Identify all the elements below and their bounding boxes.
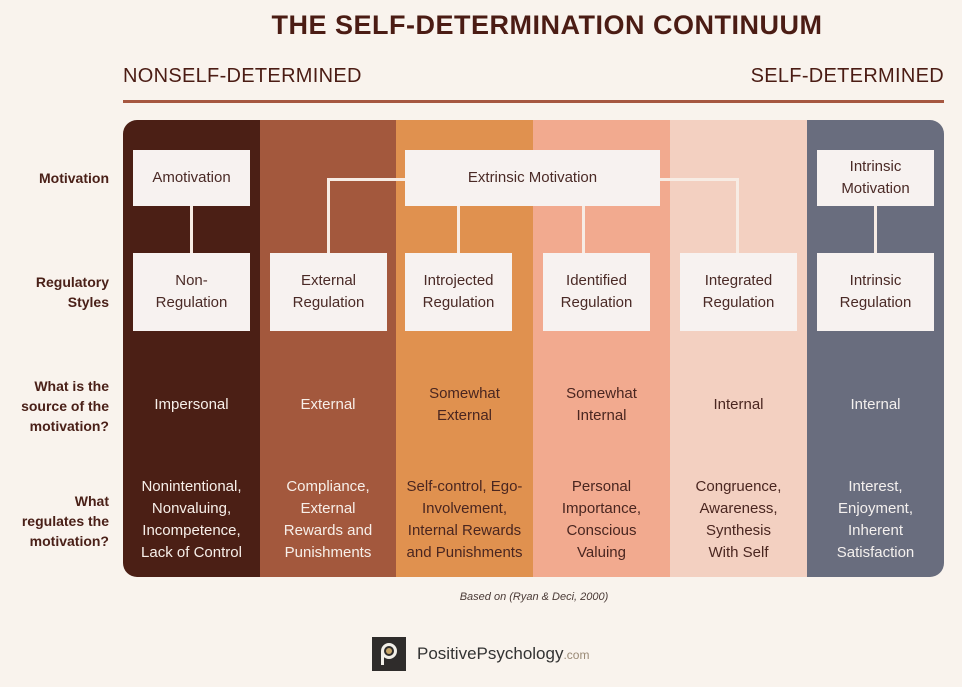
- source-cell: Internal: [807, 380, 944, 430]
- source-cell: External: [260, 380, 396, 430]
- cell-line: Compliance,: [286, 478, 370, 495]
- cell-line: Conscious: [566, 522, 637, 539]
- connector-amotivation: [190, 205, 193, 253]
- cell-line: Involvement,: [421, 500, 508, 517]
- row-label-line: motivation?: [29, 533, 109, 549]
- connector-extrinsic-right-h: [658, 178, 739, 181]
- box-line: Introjected: [423, 272, 494, 289]
- box-line: Regulation: [560, 294, 633, 311]
- box-line: Intrinsic: [849, 272, 902, 289]
- logo-p-stem: [381, 651, 384, 665]
- box-line: Intrinsic: [849, 158, 902, 175]
- regulation-box-external: External Regulation: [270, 253, 387, 331]
- regulation-box-intrinsic: Intrinsic Regulation: [817, 253, 934, 331]
- regulation-box-non-regulation: Non- Regulation: [133, 253, 250, 331]
- box-line: Regulation: [702, 294, 775, 311]
- box-line: Regulation: [422, 294, 495, 311]
- brand-tld: .com: [563, 648, 590, 662]
- cell-line: and Punishments: [406, 544, 523, 561]
- regulation-box-identified: Identified Regulation: [543, 253, 650, 331]
- regulates-cell: Personal Importance, Conscious Valuing: [533, 476, 670, 564]
- box-line: External: [300, 272, 357, 289]
- page-title: THE SELF-DETERMINATION CONTINUUM: [271, 10, 823, 40]
- connector-extrinsic-left-h: [327, 178, 407, 181]
- cell-line: Awareness,: [699, 500, 778, 517]
- row-label-line: Styles: [67, 294, 109, 310]
- extrinsic-motivation-box: Extrinsic Motivation: [405, 150, 660, 206]
- connector-introjected: [457, 205, 460, 253]
- cell-line: Impersonal: [154, 396, 229, 413]
- cell-line: Internal Rewards: [407, 522, 522, 539]
- cell-line: Satisfaction: [836, 544, 915, 561]
- continuum-rule: [123, 100, 944, 103]
- box-line: Motivation: [841, 180, 910, 197]
- cell-line: Rewards and: [283, 522, 373, 539]
- source-cell: Somewhat Internal: [533, 380, 670, 430]
- cell-line: Importance,: [561, 500, 642, 517]
- cell-line: Lack of Control: [141, 544, 242, 561]
- box-line: Regulation: [839, 294, 912, 311]
- cell-line: Internal: [850, 396, 901, 413]
- box-line: Regulation: [155, 294, 228, 311]
- brand-name: PositivePsychology.com: [417, 644, 589, 664]
- source-cell: Impersonal: [123, 380, 260, 430]
- row-label-line: motivation?: [29, 418, 109, 434]
- citation-caption: Based on (Ryan & Deci, 2000): [459, 591, 609, 603]
- cell-line: Valuing: [577, 544, 626, 561]
- row-label-line: What is the: [34, 378, 109, 394]
- row-label-regulatory-styles: Regulatory Styles: [36, 272, 109, 312]
- brand-text: PositivePsychology: [417, 644, 564, 663]
- connector-extrinsic-right-v: [736, 178, 739, 253]
- positivepsychology-logo-icon: [372, 637, 406, 671]
- connector-extrinsic-left-v: [327, 178, 330, 253]
- cell-line: Somewhat: [566, 385, 637, 402]
- cell-line: Nonvaluing,: [151, 500, 232, 517]
- cell-line: Synthesis: [705, 522, 772, 539]
- cell-line: External: [300, 396, 356, 413]
- cell-line: Internal: [576, 407, 627, 424]
- regulation-box-integrated: Integrated Regulation: [680, 253, 797, 331]
- connector-identified: [582, 205, 585, 253]
- regulation-box-introjected: Introjected Regulation: [405, 253, 512, 331]
- cell-line: External: [300, 500, 356, 517]
- cell-line: Personal: [571, 478, 632, 495]
- cell-line: External: [436, 407, 493, 424]
- row-label-motivation: Motivation: [39, 170, 109, 186]
- row-label-line: What: [74, 493, 109, 509]
- cell-line: Somewhat: [429, 385, 500, 402]
- logo-dot: [386, 648, 392, 654]
- row-label-source: What is the source of the motivation?: [21, 376, 109, 436]
- connector-intrinsic: [874, 205, 877, 253]
- cell-line: Incompetence,: [142, 522, 241, 539]
- box-line: Identified: [566, 272, 627, 289]
- regulates-cell: Compliance, External Rewards and Punishm…: [260, 476, 396, 564]
- cell-line: Enjoyment,: [837, 500, 914, 517]
- box-line: Non-: [175, 272, 208, 289]
- nonself-determined-label: NONSELF-DETERMINED: [123, 65, 362, 87]
- row-label-line: regulates the: [21, 513, 109, 529]
- cell-line: Nonintentional,: [141, 478, 242, 495]
- cell-line: Self-control, Ego-: [406, 478, 523, 495]
- cell-line: Congruence,: [695, 478, 782, 495]
- source-cell: Internal: [670, 380, 807, 430]
- intrinsic-motivation-box: Intrinsic Motivation: [817, 150, 934, 206]
- regulates-cell: Nonintentional, Nonvaluing, Incompetence…: [123, 476, 260, 564]
- cell-line: Inherent: [847, 522, 904, 539]
- row-label-line: Regulatory: [35, 274, 109, 290]
- cell-line: Interest,: [848, 478, 903, 495]
- cell-line: Punishments: [284, 544, 372, 561]
- row-label-line: source of the: [21, 398, 109, 414]
- cell-line: With Self: [708, 544, 769, 561]
- regulates-cell: Interest, Enjoyment, Inherent Satisfacti…: [807, 476, 944, 564]
- amotivation-box: Amotivation: [133, 150, 250, 206]
- self-determined-label: SELF-DETERMINED: [750, 65, 944, 87]
- regulates-cell: Congruence, Awareness, Synthesis With Se…: [670, 476, 807, 564]
- box-line: Integrated: [704, 272, 773, 289]
- row-label-regulates: What regulates the motivation?: [22, 491, 109, 551]
- regulates-cell: Self-control, Ego- Involvement, Internal…: [396, 476, 533, 564]
- box-line: Regulation: [292, 294, 365, 311]
- cell-line: Internal: [713, 396, 764, 413]
- source-cell: Somewhat External: [396, 380, 533, 430]
